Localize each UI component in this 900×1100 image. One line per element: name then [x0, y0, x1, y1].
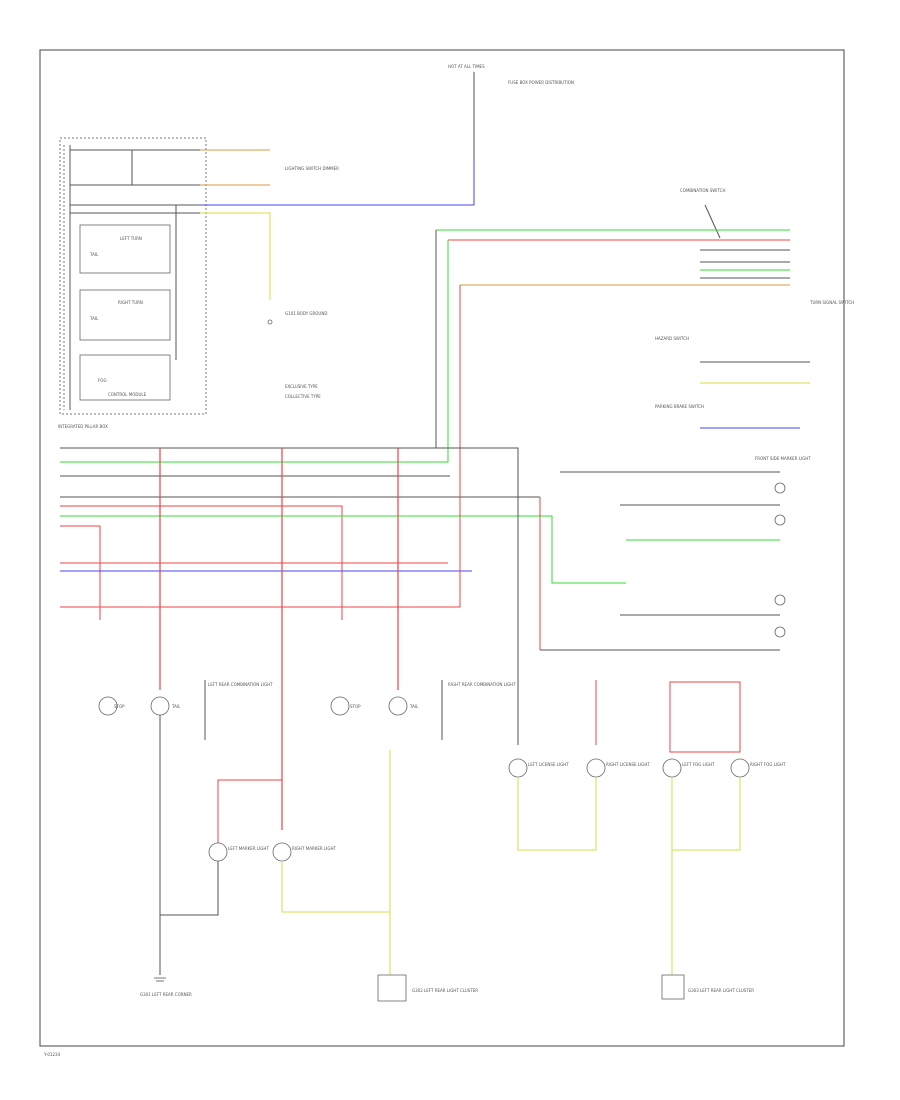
ground-legend-1: COLLECTIVE TYPE	[285, 394, 321, 399]
lt-tail-label: TAIL	[171, 704, 181, 709]
fog-right-label: RIGHT FOG LIGHT	[750, 762, 786, 767]
ground-g1: G301 LEFT REAR CORNER	[140, 992, 192, 997]
lp-left-label: LEFT LICENSE LIGHT	[528, 762, 569, 767]
license-fog-lamps: LEFT LICENSE LIGHT RIGHT LICENSE LIGHT L…	[508, 758, 786, 975]
combination-switch: COMBINATION SWITCH TURN SIGNAL SWITCH HA…	[436, 188, 854, 461]
right-top-label: COMBINATION SWITCH	[680, 188, 725, 193]
lp-right-label: RIGHT LICENSE LIGHT	[606, 762, 650, 767]
footer-code: Y-01234	[43, 1052, 61, 1057]
lt-stop-label: STOP	[114, 704, 125, 709]
left-harness	[60, 230, 626, 620]
top-fuse-sub: FUSE BOX POWER DISTRIBUTION	[508, 80, 574, 85]
ground-g3: G303 LEFT REAR LIGHT CLUSTER	[688, 988, 754, 993]
relay-right-turn-label: RIGHT TURN	[118, 300, 143, 305]
ground-g2: G302 LEFT REAR LIGHT CLUSTER	[412, 988, 478, 993]
relay-left-turn-label: LEFT TURN	[120, 236, 142, 241]
bottom-grounds: G301 LEFT REAR CORNER G302 LEFT REAR LIG…	[140, 974, 754, 1002]
top-connector-note: LIGHTING SWITCH DIMMER	[285, 166, 339, 171]
rt-combo-label: RIGHT REAR COMBINATION LIGHT	[448, 682, 516, 687]
relay-tail-label: TAIL	[89, 252, 99, 257]
park-switch-label: PARKING BRAKE SWITCH	[655, 404, 704, 409]
upper-connectors: LIGHTING SWITCH DIMMER G101 BODY GROUND …	[200, 149, 475, 399]
rear-combination-lamps: STOP TAIL LEFT REAR COMBINATION LIGHT ST…	[98, 680, 516, 740]
marker-lamps: LEFT MARKER LIGHT RIGHT MARKER LIGHT	[159, 715, 391, 975]
front-turn-label: FRONT SIDE MARKER LIGHT	[755, 456, 811, 461]
top-fuse-label: HOT AT ALL TIMES	[448, 64, 485, 69]
ground-near-module: G101 BODY GROUND	[285, 311, 327, 316]
turn-switch-label: TURN SIGNAL SWITCH	[809, 300, 854, 305]
relay-fog-label: FOG	[98, 378, 107, 383]
hazard-label: HAZARD SWITCH	[655, 336, 689, 341]
rt-tail-label: TAIL	[409, 704, 419, 709]
lt-combo-label: LEFT REAR COMBINATION LIGHT	[208, 682, 273, 687]
vertical-drops	[159, 447, 741, 830]
relay-module-side-label: CONTROL MODULE	[108, 392, 147, 397]
top-fuse: HOT AT ALL TIMES FUSE BOX POWER DISTRIBU…	[448, 64, 574, 160]
rt-marker-label: RIGHT MARKER LIGHT	[292, 846, 336, 851]
relay-tail2-label: TAIL	[89, 316, 99, 321]
diagram-frame	[39, 49, 845, 1047]
pillar-box-module: LEFT TURN TAIL RIGHT TURN TAIL FOG CONTR…	[58, 137, 207, 429]
right-marker-stack	[540, 471, 786, 651]
ground-legend-0: EXCLUSIVE TYPE	[285, 384, 318, 389]
fog-left-label: LEFT FOG LIGHT	[682, 762, 715, 767]
lt-marker-label: LEFT MARKER LIGHT	[228, 846, 269, 851]
rt-stop-label: STOP	[350, 704, 361, 709]
module-label: INTEGRATED PILLAR BOX	[58, 424, 108, 429]
